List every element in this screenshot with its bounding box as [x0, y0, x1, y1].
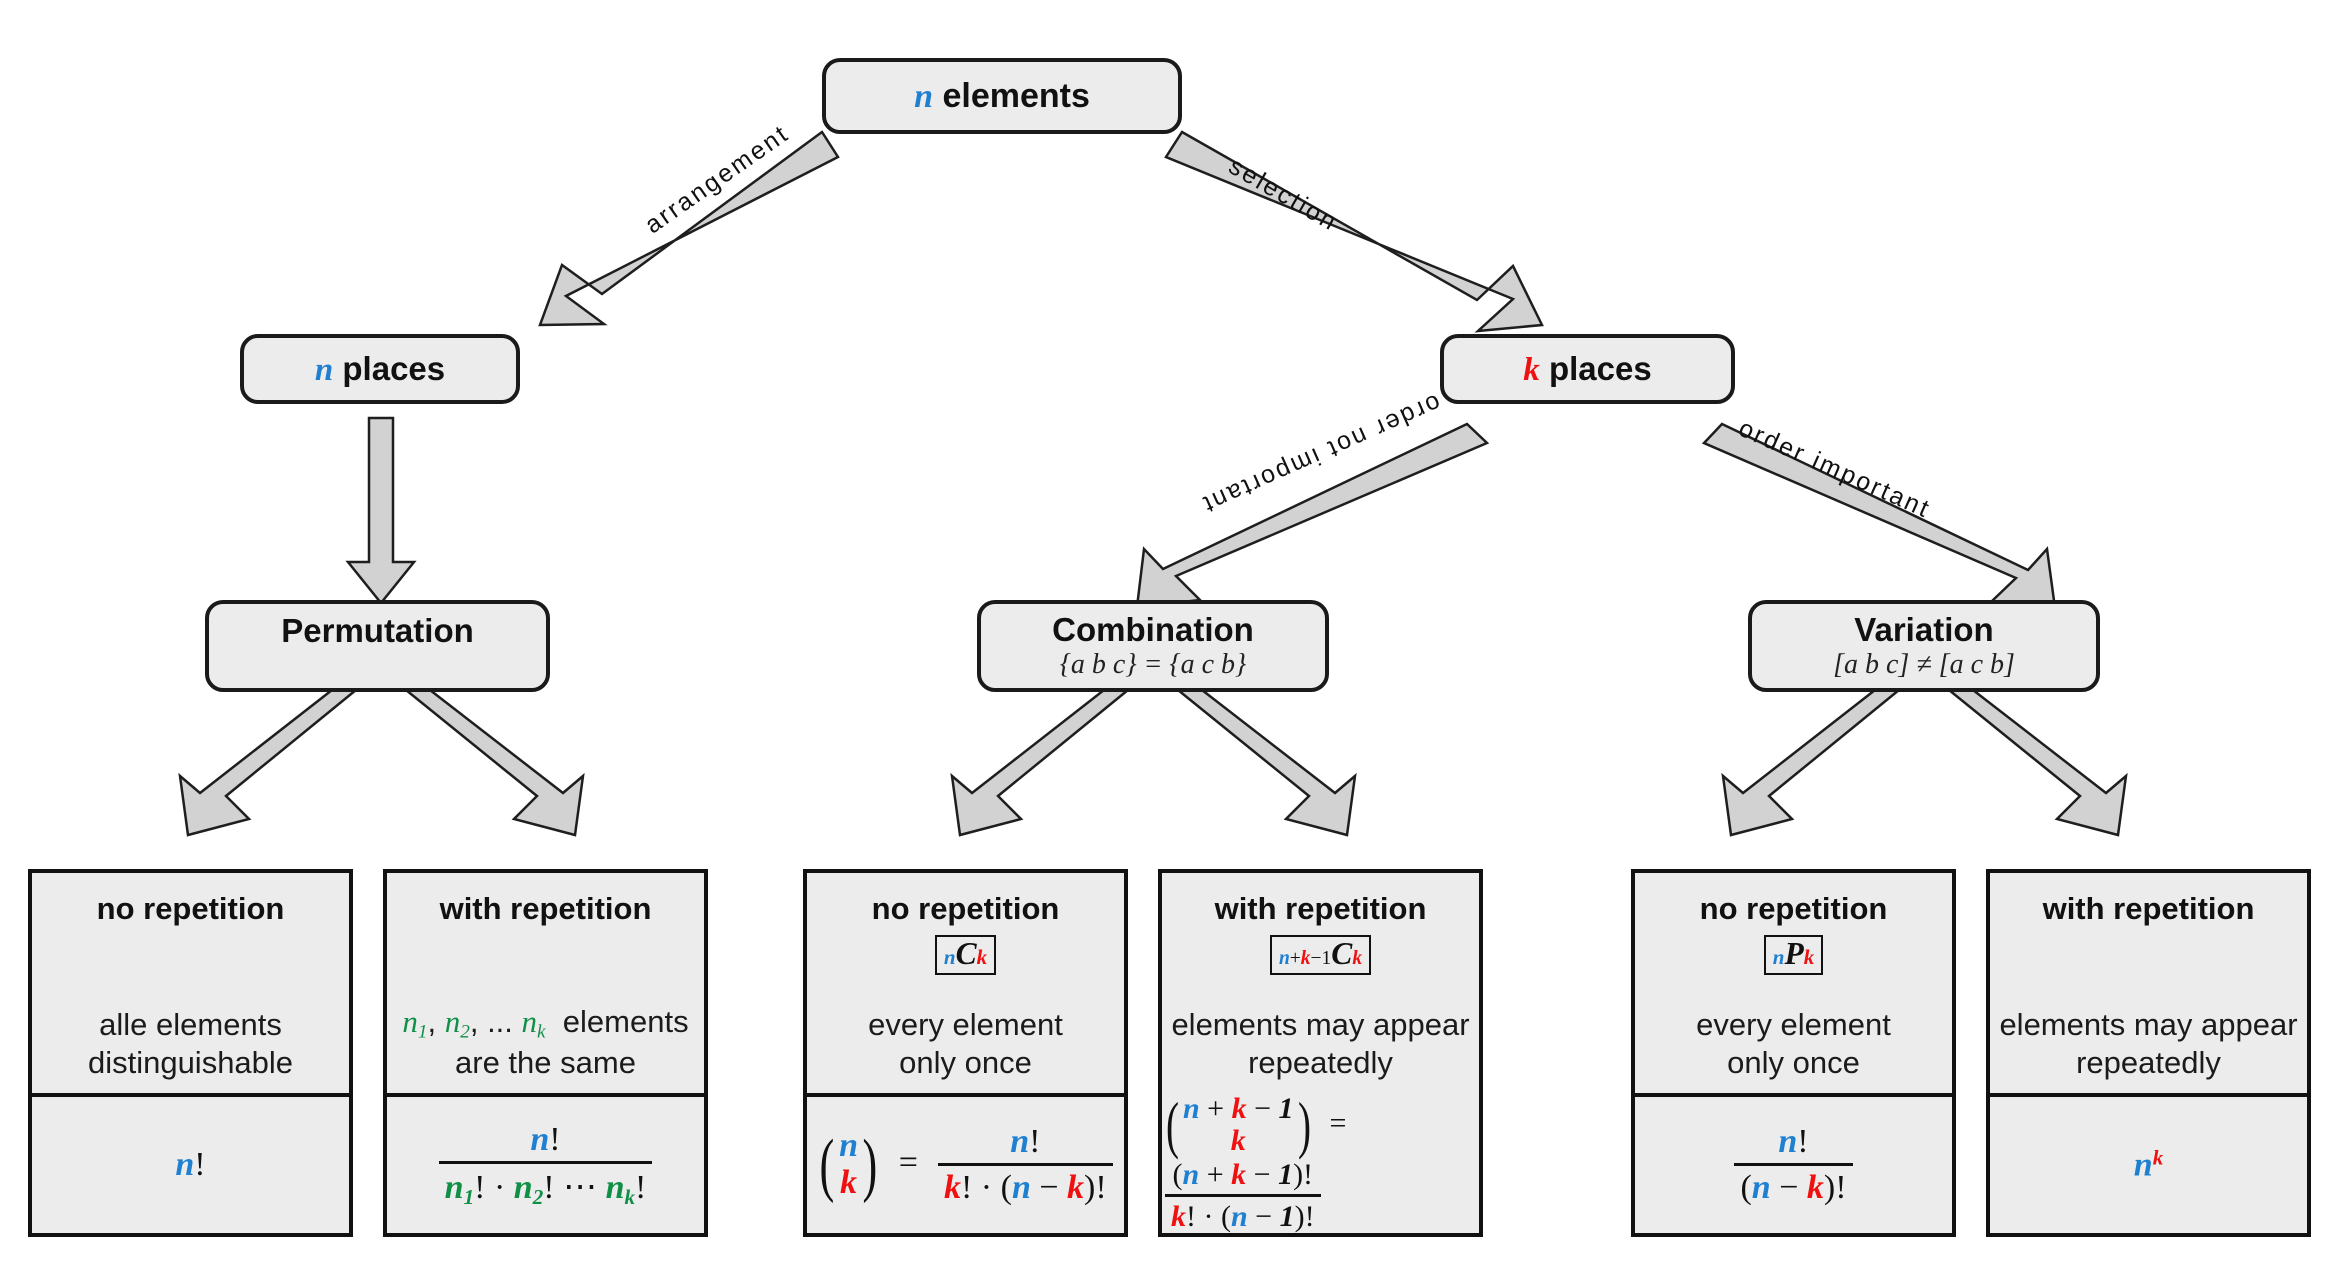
leaf-head: with repetition	[439, 891, 652, 926]
formula-falling-factorial: n! (n − k)!	[1731, 1123, 1855, 1207]
variable-n: n	[914, 77, 934, 115]
leaf-upper: with repetition elements may appear repe…	[1990, 873, 2307, 1093]
node-variation-sub: [a b c] ≠ [a c b]	[1833, 649, 2015, 680]
leaf-divider	[807, 1093, 1124, 1097]
node-combination[interactable]: Combination {a b c} = {a c b}	[977, 600, 1329, 692]
leaf-formula-cell: n! (n − k)!	[1635, 1097, 1952, 1233]
formula-multiset-permutation: n! n1! · n2! ⋯ nk!	[436, 1121, 656, 1210]
leaf-head: no repetition	[871, 891, 1060, 926]
node-n-places-label: n places	[314, 349, 446, 388]
leaf-head: no repetition	[1699, 891, 1888, 926]
arrow-n-places-to-permutation	[345, 416, 417, 605]
leaf-formula-cell: nk	[1990, 1097, 2307, 1233]
leaf-description: alle elements distinguishable	[87, 1006, 294, 1081]
leaf-combination-with-repetition[interactable]: with repetition n+k−1Ck elements may app…	[1158, 869, 1483, 1237]
node-combination-title: Combination	[1052, 611, 1254, 648]
leaf-divider	[1990, 1093, 2307, 1097]
leaf-combination-no-repetition[interactable]: no repetition nCk every element only onc…	[803, 869, 1128, 1237]
leaf-formula-cell: n! n1! · n2! ⋯ nk!	[387, 1097, 704, 1233]
leaf-variation-no-repetition[interactable]: no repetition nPk every element only onc…	[1631, 869, 1956, 1237]
leaf-divider	[32, 1093, 349, 1097]
node-k-places[interactable]: k places	[1440, 334, 1735, 404]
arrow-order-important	[1701, 422, 2057, 610]
edge-label-order-important: order important	[1734, 414, 1936, 524]
leaf-divider	[1635, 1093, 1952, 1097]
leaf-description: elements may appear repeatedly	[1171, 1006, 1470, 1081]
leaf-description: every element only once	[1696, 1006, 1891, 1081]
arrow-variation-with-repetition	[1945, 688, 2128, 837]
node-n-elements[interactable]: n elements	[822, 58, 1182, 134]
notation-nPk: nPk	[1763, 935, 1824, 975]
leaf-head: with repetition	[2042, 891, 2255, 926]
variable-nk: nk	[521, 1003, 546, 1043]
variable-n1: n1	[402, 1003, 428, 1043]
leaf-divider	[387, 1093, 704, 1097]
variable-n2: n2	[444, 1003, 470, 1043]
leaf-description: n1, n2, ... nk elements are the same	[402, 1003, 689, 1081]
edge-label-arrangement: arrangement	[639, 119, 795, 240]
node-variation-title: Variation	[1854, 611, 1994, 648]
leaf-head: with repetition	[1214, 891, 1427, 926]
node-n-places[interactable]: n places	[240, 334, 520, 404]
arrow-permutation-with-repetition	[402, 688, 585, 837]
leaf-upper: with repetition n+k−1Ck elements may app…	[1162, 873, 1479, 1093]
arrow-variation-no-repetition	[1721, 688, 1903, 837]
arrow-permutation-no-repetition	[178, 688, 360, 837]
leaf-upper: no repetition nPk every element only onc…	[1635, 873, 1952, 1093]
leaf-description: every element only once	[868, 1006, 1063, 1081]
edge-label-order-not-important: order not important	[1197, 388, 1445, 520]
node-k-places-label: k places	[1523, 349, 1652, 388]
node-combination-sub: {a b c} = {a c b}	[1059, 649, 1247, 680]
formula-n-factorial: n!	[175, 1146, 206, 1183]
edge-label-selection: selection	[1224, 152, 1343, 237]
arrow-selection	[1164, 130, 1544, 333]
arrow-combination-with-repetition	[1174, 688, 1357, 837]
leaf-formula-cell: n!	[32, 1097, 349, 1233]
variable-k: k	[1523, 351, 1540, 388]
leaf-permutation-with-repetition[interactable]: with repetition n1, n2, ... nk elements …	[383, 869, 708, 1237]
node-permutation[interactable]: Permutation	[205, 600, 550, 692]
leaf-description: elements may appear repeatedly	[1999, 1006, 2298, 1081]
leaf-upper: no repetition alle elements distinguisha…	[32, 873, 349, 1093]
node-permutation-title: Permutation	[281, 612, 474, 649]
leaf-head: no repetition	[96, 891, 285, 926]
leaf-upper: with repetition n1, n2, ... nk elements …	[387, 873, 704, 1093]
leaf-permutation-no-repetition[interactable]: no repetition alle elements distinguisha…	[28, 869, 353, 1237]
node-variation[interactable]: Variation [a b c] ≠ [a c b]	[1748, 600, 2100, 692]
formula-n-power-k: nk	[2133, 1145, 2164, 1184]
notation-n-plus-k-minus-1-C-k: n+k−1Ck	[1269, 935, 1372, 975]
arrow-arrangement	[538, 130, 840, 327]
arrow-combination-no-repetition	[950, 688, 1132, 837]
notation-nCk: nCk	[934, 935, 997, 975]
leaf-upper: no repetition nCk every element only onc…	[807, 873, 1124, 1093]
variable-n: n	[314, 351, 334, 388]
leaf-variation-with-repetition[interactable]: with repetition elements may appear repe…	[1986, 869, 2311, 1237]
node-n-elements-label: n elements	[914, 76, 1090, 115]
